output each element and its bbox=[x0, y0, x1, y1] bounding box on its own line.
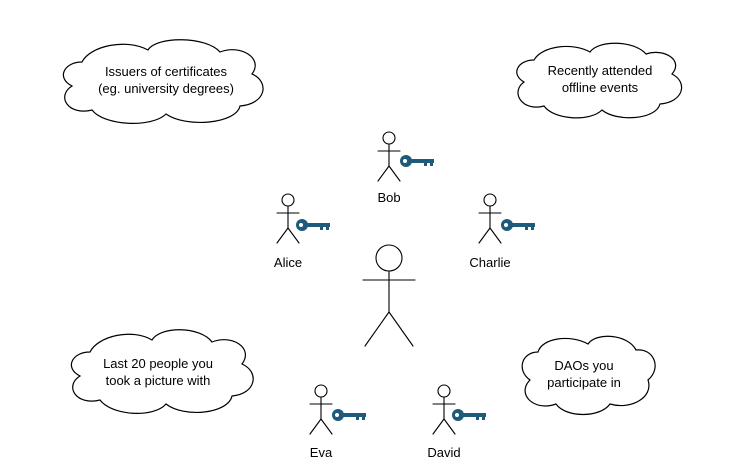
actor-head bbox=[314, 384, 328, 398]
cloud-shape bbox=[70, 329, 254, 414]
actor-left-leg bbox=[478, 227, 491, 244]
actor-head bbox=[281, 193, 295, 207]
cloud-text-line-2: offline events bbox=[562, 80, 639, 95]
cloud-shape bbox=[521, 335, 656, 415]
actor-eva: Eva bbox=[309, 384, 366, 460]
cloud-pictures: Last 20 people you took a picture with bbox=[70, 329, 254, 414]
cloud-text-line-2: participate in bbox=[547, 375, 621, 390]
central-actor bbox=[362, 244, 416, 347]
key-icon bbox=[332, 409, 366, 421]
key-icon bbox=[296, 219, 330, 231]
key-icon bbox=[501, 219, 535, 231]
actor-label: Charlie bbox=[469, 255, 510, 270]
actor-right-leg bbox=[287, 227, 300, 244]
actor-alice: Alice bbox=[274, 193, 330, 270]
stick-figure-icon bbox=[309, 384, 333, 435]
actor-left-leg bbox=[432, 418, 445, 435]
cloud-events: Recently attended offline events bbox=[516, 42, 683, 119]
cloud-text-line-1: Recently attended bbox=[548, 63, 653, 78]
actor-label: Eva bbox=[310, 445, 333, 460]
actor-head bbox=[375, 244, 403, 272]
stick-figure-icon bbox=[478, 193, 502, 244]
actor-left-leg bbox=[364, 311, 390, 347]
key-icon bbox=[452, 409, 486, 421]
actor-head bbox=[382, 131, 396, 145]
actor-bob: Bob bbox=[377, 131, 434, 205]
actor-left-leg bbox=[276, 227, 289, 244]
actor-right-leg bbox=[489, 227, 502, 244]
cloud-daos: DAOs you participate in bbox=[521, 335, 656, 415]
cloud-text-line-1: Issuers of certificates bbox=[105, 64, 228, 79]
key-icon bbox=[400, 155, 434, 167]
actor-label: Bob bbox=[377, 190, 400, 205]
cloud-text-line-2: (eg. university degrees) bbox=[98, 81, 234, 96]
actor-right-leg bbox=[443, 418, 456, 435]
actor-right-leg bbox=[388, 165, 401, 182]
cloud-shape bbox=[516, 42, 683, 119]
actor-left-leg bbox=[309, 418, 322, 435]
cloud-text-line-2: took a picture with bbox=[106, 373, 211, 388]
actor-right-leg bbox=[320, 418, 333, 435]
stick-figure-icon bbox=[377, 131, 401, 182]
actor-head bbox=[483, 193, 497, 207]
actor-right-leg bbox=[388, 311, 414, 347]
actor-charlie: Charlie bbox=[469, 193, 535, 270]
actor-david: David bbox=[427, 384, 486, 460]
actor-label: Alice bbox=[274, 255, 302, 270]
actor-label: David bbox=[427, 445, 460, 460]
stick-figure-icon bbox=[276, 193, 300, 244]
stick-figure-icon bbox=[432, 384, 456, 435]
cloud-text-line-1: Last 20 people you bbox=[103, 356, 213, 371]
actor-head bbox=[437, 384, 451, 398]
cloud-certificates: Issuers of certificates (eg. university … bbox=[62, 39, 264, 124]
actor-left-leg bbox=[377, 165, 390, 182]
cloud-shape bbox=[62, 39, 264, 124]
cloud-text-line-1: DAOs you bbox=[554, 358, 613, 373]
